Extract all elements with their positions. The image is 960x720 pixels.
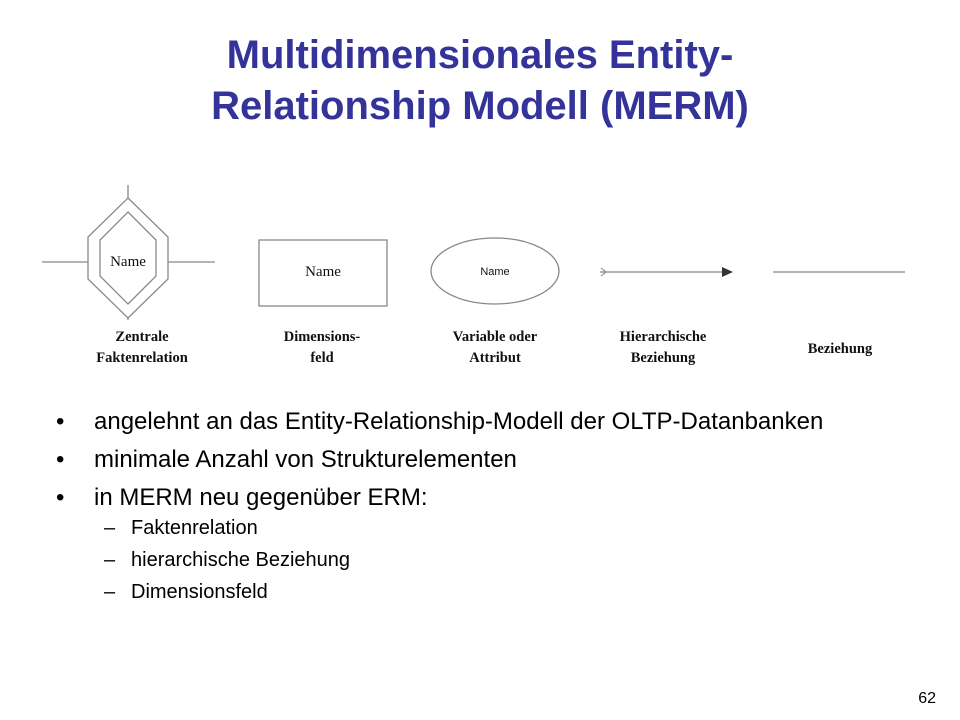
- attribute-name: Name: [480, 266, 509, 278]
- dimension-field-caption-1: Dimensions-: [284, 329, 361, 345]
- dimension-field-symbol: [258, 239, 388, 307]
- bullet-text: in MERM neu gegenüber ERM:: [94, 484, 428, 511]
- bullet-marker: •: [56, 446, 65, 473]
- attribute-caption-1: Variable oder: [453, 329, 538, 345]
- hierarchy-caption-1: Hierarchische: [620, 329, 707, 345]
- bullet-text: minimale Anzahl von Strukturelementen: [94, 446, 517, 473]
- sub-bullet-item: – Dimensionsfeld: [104, 582, 896, 602]
- title-line-1: Multidimensionales Entity-: [226, 33, 734, 77]
- dimension-field-caption-2: feld: [310, 350, 333, 366]
- bullet-item: • angelehnt an das Entity-Relationship-M…: [56, 410, 896, 434]
- fact-relation-caption-2: Faktenrelation: [96, 350, 188, 366]
- relationship-caption: Beziehung: [808, 341, 873, 357]
- sub-bullet-marker: –: [104, 581, 116, 603]
- fact-relation-symbol: [42, 185, 215, 320]
- sub-bullet-item: – hierarchische Beziehung: [104, 550, 896, 570]
- bullet-marker: •: [56, 408, 65, 435]
- attribute-symbol: [430, 237, 560, 305]
- page-number: 62: [918, 690, 936, 707]
- sub-bullet-item: – Faktenrelation: [104, 518, 896, 538]
- sub-bullet-list: – Faktenrelation – hierarchische Beziehu…: [94, 518, 896, 602]
- fact-relation-caption-1: Zentrale: [115, 329, 169, 345]
- slide-title: Multidimensionales Entity- Relationship …: [0, 30, 960, 132]
- bullet-text: angelehnt an das Entity-Relationship-Mod…: [94, 408, 824, 435]
- bullet-list: • angelehnt an das Entity-Relationship-M…: [56, 410, 896, 616]
- hierarchy-caption-2: Beziehung: [631, 350, 696, 366]
- sub-bullet-text: Dimensionsfeld: [131, 581, 268, 603]
- merm-legend-diagram: Name Zentrale Faktenrelation Name Dimens…: [42, 185, 905, 366]
- bullet-marker: •: [56, 484, 65, 511]
- attribute-caption-2: Attribut: [469, 350, 521, 366]
- sub-bullet-marker: –: [104, 549, 116, 571]
- fact-relation-name: Name: [110, 254, 146, 270]
- dimension-field-name: Name: [305, 264, 341, 280]
- bullet-item: • in MERM neu gegenüber ERM: – Faktenrel…: [56, 484, 896, 603]
- sub-bullet-text: hierarchische Beziehung: [131, 549, 351, 571]
- title-line-2: Relationship Modell (MERM): [211, 84, 749, 128]
- bullet-item: • minimale Anzahl von Strukturelementen: [56, 448, 896, 472]
- hierarchy-arrow-symbol: [600, 267, 733, 277]
- sub-bullet-text: Faktenrelation: [131, 517, 258, 539]
- sub-bullet-marker: –: [104, 517, 116, 539]
